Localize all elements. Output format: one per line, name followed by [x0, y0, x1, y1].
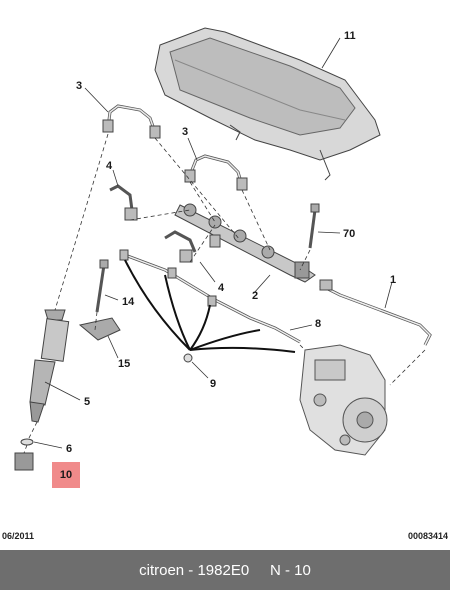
injector: [29, 309, 70, 423]
footer-date: 06/2011: [2, 531, 35, 541]
callout-70: 70: [343, 228, 356, 240]
caption-text: citroen - 1982E0 N - 10: [139, 561, 311, 579]
callout-14: 14: [122, 296, 135, 308]
callout-11: 11: [344, 30, 356, 42]
callout-1: 1: [390, 274, 397, 286]
return-pipe: [119, 249, 301, 344]
hp-pipe-lower: [184, 154, 248, 191]
seal-10: [14, 452, 34, 471]
fuel-rail: [174, 203, 316, 283]
supply-pipe: [319, 279, 432, 346]
callout-4-lower: 4: [218, 282, 225, 294]
hp-pipe-upper: [102, 104, 161, 139]
callout-3-upper: 3: [76, 80, 83, 92]
callout-6: 6: [66, 443, 73, 455]
footer-code: 00083414: [407, 531, 448, 541]
bolt-70: [308, 203, 320, 249]
seal-ring-9: [183, 353, 193, 363]
injector-clamp: [78, 317, 121, 341]
injector-pipe-a: [109, 184, 138, 221]
callout-3-lower: 3: [182, 126, 189, 138]
callout-8: 8: [315, 318, 322, 330]
callout-2: 2: [252, 290, 259, 302]
callout-15: 15: [118, 358, 131, 370]
stud-14: [95, 259, 109, 313]
callout-9: 9: [210, 378, 217, 390]
injector-pipe-b: [164, 230, 197, 263]
leakoff-hoses: [124, 259, 296, 353]
engine-cover: [154, 27, 381, 181]
washer-6: [20, 438, 34, 446]
hp-pump: [299, 344, 388, 456]
caption-bar: citroen - 1982E0 N - 10: [0, 550, 450, 590]
callout-4-upper: 4: [106, 160, 113, 172]
exploded-parts-diagram: [14, 27, 432, 471]
callout-10-highlighted: 10: [52, 462, 80, 488]
callout-5: 5: [84, 396, 91, 408]
